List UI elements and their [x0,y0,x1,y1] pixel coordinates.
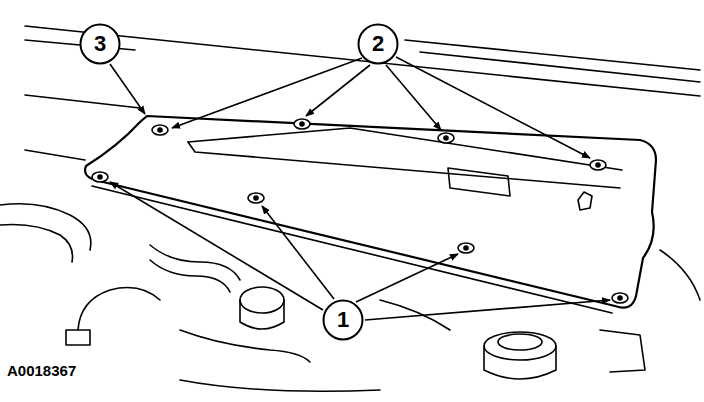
callout-ring [81,25,120,64]
fastener [458,243,474,253]
cowl-stud [578,192,592,210]
leader-line [396,57,590,158]
reservoir-cap [240,287,284,313]
cowl-panel [85,116,656,308]
filler-cap [498,334,542,350]
callout-ring [324,301,363,340]
fastener [590,160,606,170]
wire [180,330,310,362]
fastener [248,193,264,203]
fastener [438,133,454,143]
hose [0,224,73,262]
fastener [92,172,108,182]
callout-number: 3 [94,33,106,55]
windshield-edge [420,52,700,82]
fastener [294,119,310,129]
callout-circle: 3 [79,23,121,65]
connector [66,330,90,345]
filler-neck [484,346,556,379]
hose [0,204,91,250]
leader-line [172,58,362,128]
fender-line [25,95,140,108]
hose [150,260,230,292]
bracket [600,330,645,372]
callout-number: 2 [372,33,384,55]
leader-line [306,65,370,116]
reservoir [240,300,284,329]
cowl-vent [448,168,510,196]
hose [180,380,380,391]
leader-line [110,64,145,114]
cowl-rib [188,128,622,170]
leader-line [356,254,458,302]
filler-cap [484,332,556,360]
hose [150,245,240,280]
fender-line [25,150,85,160]
figure-code: A0018367 [6,362,77,379]
fastener [152,125,168,135]
callout-ring [359,25,398,64]
fastener [612,293,628,303]
hose [660,250,700,300]
leader-line [110,182,323,310]
leader-line [262,206,334,299]
leader-line [365,300,610,320]
cowl-rib [188,142,620,188]
callout-circle: 1 [322,299,364,341]
wire [78,288,160,330]
leader-line [386,65,441,130]
callout-circle: 2 [357,23,399,65]
callout-number: 1 [337,309,349,331]
hose [380,300,450,330]
cowl-lip [92,186,612,313]
